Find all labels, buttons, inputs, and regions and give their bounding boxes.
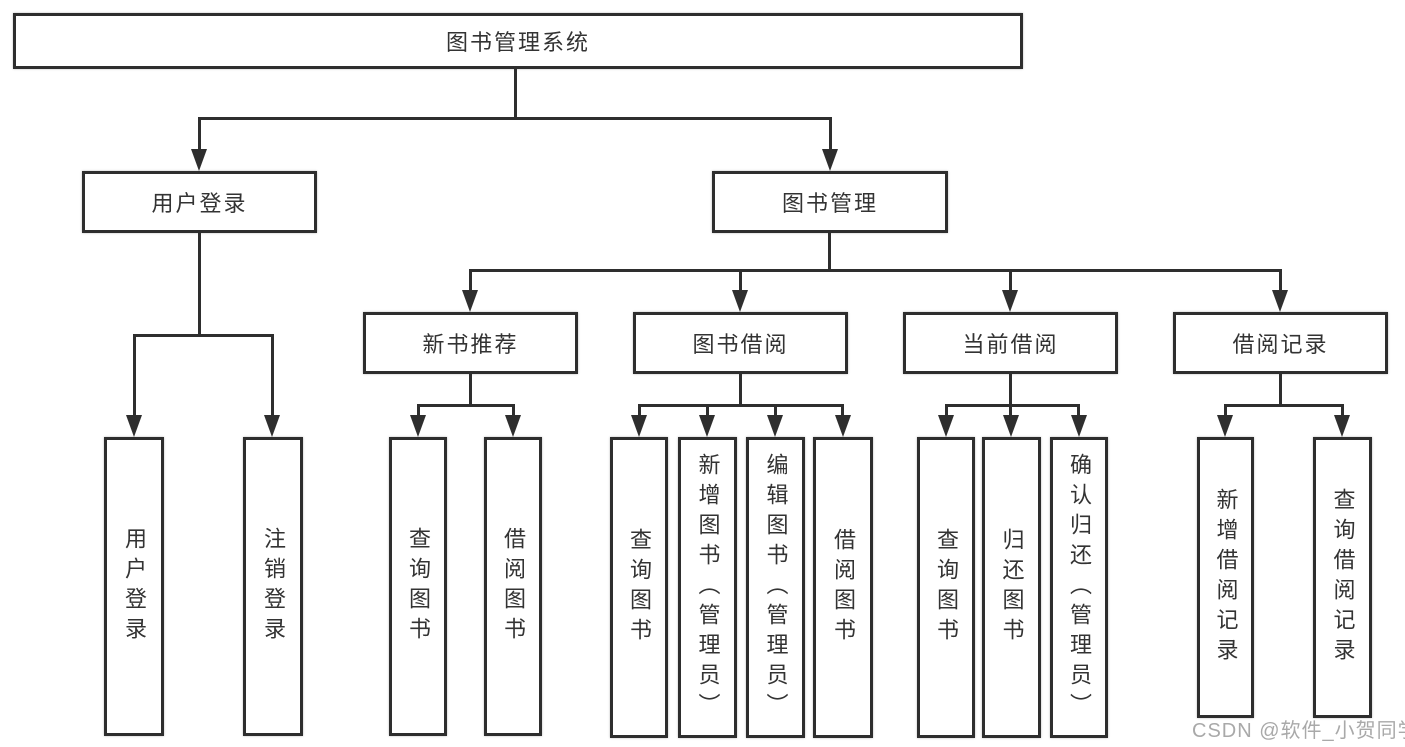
arrowhead-new-book-recommend [462, 290, 478, 312]
connector-borrowing-records-drop [1279, 269, 1282, 291]
arrowhead-current-query-books [938, 415, 954, 437]
arrowhead-book-management [822, 149, 838, 171]
connector-records-query-drop [1341, 404, 1344, 416]
connector-book-borrowing-drop [739, 269, 742, 291]
node-user-login-action: 用户登录 [104, 437, 164, 736]
arrowhead-recommend-query-books [410, 415, 426, 437]
connector-current-return-drop [1009, 404, 1012, 416]
connector-recommend-query-drop [417, 404, 420, 416]
arrowhead-current-return-books [1003, 415, 1019, 437]
connector-login-action-drop [133, 334, 136, 415]
connector-logout-drop [271, 334, 274, 415]
node-current-query-books: 查询图书 [917, 437, 975, 738]
arrowhead-user-login [191, 149, 207, 171]
arrowhead-borrowing-add-books [699, 415, 715, 437]
arrowhead-borrowing-records [1272, 290, 1288, 312]
arrowhead-borrowing-query-books [631, 415, 647, 437]
connector-recommend-rail [417, 404, 515, 407]
arrowhead-logout [264, 415, 280, 437]
connector-current-stem [1009, 374, 1012, 406]
node-new-book-recommend: 新书推荐 [363, 312, 578, 374]
connector-recommend-stem [469, 374, 472, 406]
arrowhead-login-action [126, 415, 142, 437]
arrowhead-records-add [1217, 415, 1233, 437]
connector-level2-rail [198, 117, 831, 120]
node-book-management: 图书管理 [712, 171, 948, 233]
connector-level3-rail [469, 269, 1282, 272]
node-user-login: 用户登录 [82, 171, 317, 233]
arrowhead-borrowing-borrow-books [835, 415, 851, 437]
arrowhead-borrowing-edit-books [767, 415, 783, 437]
connector-current-query-drop [945, 404, 948, 416]
node-borrowing-query-books: 查询图书 [610, 437, 668, 738]
connector-borrowing-query-drop [638, 404, 641, 416]
node-records-query-borrow-record: 查询借阅记录 [1313, 437, 1372, 718]
connector-user-login-stem [198, 233, 201, 336]
connector-borrowing-stem [739, 374, 742, 406]
node-recommend-query-books: 查询图书 [389, 437, 447, 736]
connector-borrowing-add-drop [706, 404, 709, 416]
connector-borrowing-borrow-drop [841, 404, 844, 416]
connector-root-stem [514, 69, 517, 119]
node-borrowing-borrow-books: 借阅图书 [813, 437, 873, 738]
arrowhead-records-query [1334, 415, 1350, 437]
node-recommend-borrow-books: 借阅图书 [484, 437, 542, 736]
node-logout: 注销登录 [243, 437, 303, 736]
node-borrowing-edit-books-admin: 编辑图书（管理员） [746, 437, 805, 738]
arrowhead-current-borrowing [1002, 290, 1018, 312]
connector-new-book-drop [469, 269, 472, 291]
node-borrowing-add-books-admin: 新增图书（管理员） [678, 437, 737, 738]
connector-book-management-drop [829, 117, 832, 151]
connector-current-confirm-drop [1077, 404, 1080, 416]
connector-records-rail [1224, 404, 1343, 407]
node-borrowing-records: 借阅记录 [1173, 312, 1388, 374]
connector-current-borrowing-drop [1009, 269, 1012, 291]
node-current-borrowing: 当前借阅 [903, 312, 1118, 374]
connector-borrowing-edit-drop [774, 404, 777, 416]
arrowhead-book-borrowing [732, 290, 748, 312]
connector-records-stem [1279, 374, 1282, 406]
node-current-confirm-return-admin: 确认归还（管理员） [1050, 437, 1108, 738]
connector-recommend-borrow-drop [512, 404, 515, 416]
connector-book-management-stem [828, 233, 831, 271]
node-root-library-management-system: 图书管理系统 [13, 13, 1023, 69]
connector-borrowing-rail [638, 404, 844, 407]
connector-user-login-drop [198, 117, 201, 151]
connector-user-login-rail [133, 334, 274, 337]
node-records-add-borrow-record: 新增借阅记录 [1197, 437, 1254, 718]
csdn-watermark: CSDN @软件_小贺同学 [1192, 720, 1405, 742]
connector-records-add-drop [1224, 404, 1227, 416]
arrowhead-current-confirm-return [1071, 415, 1087, 437]
connector-current-rail [945, 404, 1080, 407]
arrowhead-recommend-borrow-books [505, 415, 521, 437]
node-book-borrowing: 图书借阅 [633, 312, 848, 374]
node-current-return-books: 归还图书 [982, 437, 1041, 738]
